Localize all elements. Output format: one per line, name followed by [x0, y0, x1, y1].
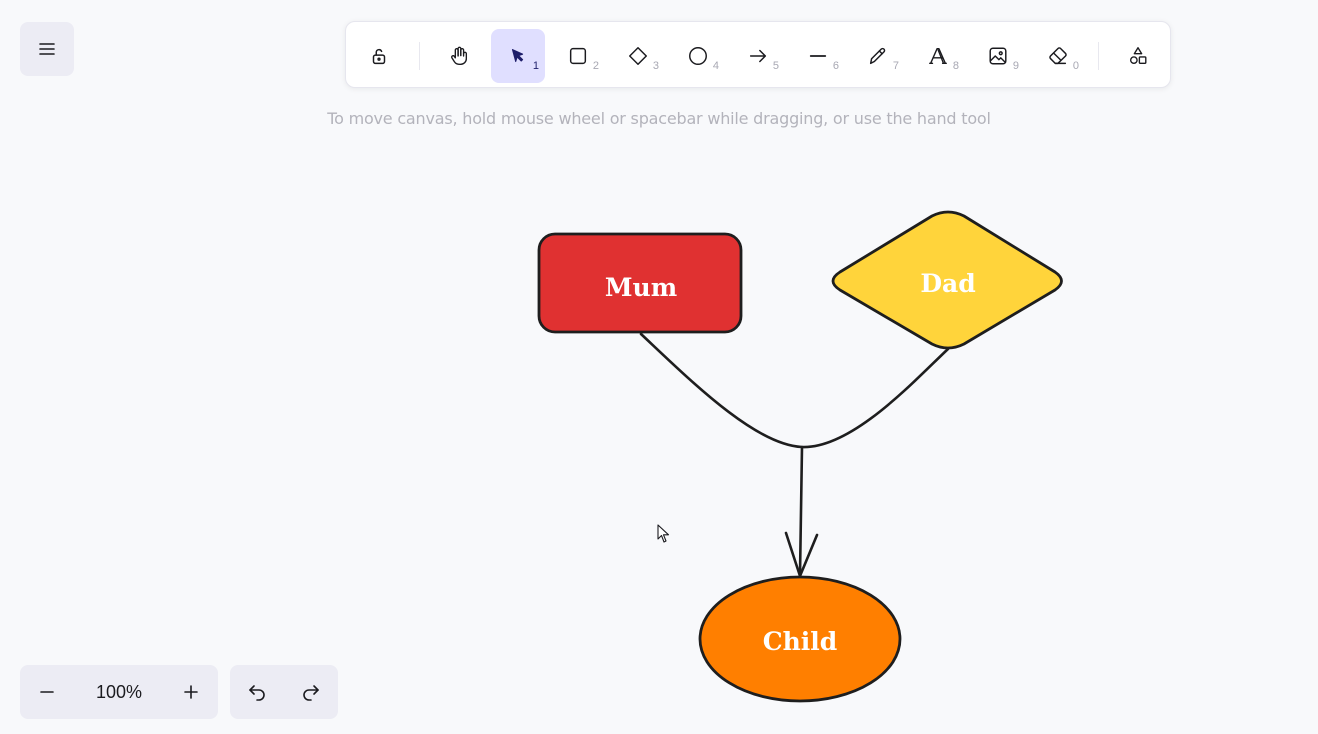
undo-icon	[249, 685, 265, 701]
zoom-level[interactable]: 100%	[95, 682, 143, 702]
connector-curve[interactable]	[639, 332, 950, 449]
text-icon	[929, 47, 947, 65]
toolbar: 1 2 3 4 5 6 7	[345, 21, 1171, 88]
tool-shortcut: 4	[712, 60, 719, 72]
rectangle-tool-button[interactable]: 2	[551, 29, 605, 83]
eraser-tool-button[interactable]: 0	[1031, 29, 1085, 83]
draw-tool-button[interactable]: 7	[851, 29, 905, 83]
eraser-icon	[1049, 47, 1067, 65]
arrow-right-icon	[749, 49, 767, 63]
dad-label: Dad	[920, 269, 975, 298]
image-tool-button[interactable]: 9	[971, 29, 1025, 83]
zoom-in-button[interactable]	[164, 665, 218, 719]
minus-icon	[40, 691, 54, 693]
line-tool-button[interactable]: 6	[791, 29, 845, 83]
arrow-tool-button[interactable]: 5	[731, 29, 785, 83]
selection-tool-button[interactable]: 1	[491, 29, 545, 83]
mum-label: Mum	[605, 273, 677, 302]
plus-icon	[184, 685, 198, 699]
unlock-icon	[372, 48, 386, 65]
redo-icon	[303, 685, 319, 701]
hamburger-icon	[39, 43, 55, 55]
tool-shortcut: 1	[532, 60, 539, 72]
tool-shortcut: 5	[772, 60, 779, 72]
tool-shortcut: 7	[892, 60, 899, 72]
undo-button[interactable]	[230, 665, 284, 719]
zoom-out-button[interactable]	[20, 665, 74, 719]
redo-button[interactable]	[284, 665, 338, 719]
child-label: Child	[763, 627, 838, 656]
ellipse-tool-button[interactable]: 4	[671, 29, 725, 83]
pencil-icon	[869, 47, 886, 65]
toolbar-divider	[419, 42, 420, 70]
diamond-tool-button[interactable]: 3	[611, 29, 665, 83]
child-shape[interactable]: Child	[698, 575, 902, 703]
more-shapes-button[interactable]	[1111, 29, 1165, 83]
circle-icon	[689, 47, 707, 65]
hand-tool-button[interactable]	[432, 29, 486, 83]
main-menu-button[interactable]	[20, 22, 74, 76]
image-icon	[989, 47, 1007, 65]
tool-shortcut: 0	[1072, 60, 1079, 72]
diamond-icon	[629, 47, 647, 65]
tool-shortcut: 8	[952, 60, 959, 72]
dad-shape[interactable]: Dad	[831, 210, 1063, 350]
toolbar-divider	[1098, 42, 1099, 70]
zoom-controls: 100%	[20, 665, 218, 719]
text-tool-button[interactable]: 8	[911, 29, 965, 83]
mouse-cursor-icon	[657, 524, 670, 543]
line-icon	[809, 55, 827, 57]
tool-shortcut: 9	[1012, 60, 1019, 72]
canvas-hint: To move canvas, hold mouse wheel or spac…	[327, 109, 991, 128]
shapes-icon	[1129, 47, 1147, 65]
lock-tool-button[interactable]	[352, 29, 406, 83]
tool-shortcut: 2	[592, 60, 599, 72]
hand-icon	[451, 46, 468, 65]
history-controls	[230, 665, 338, 719]
tool-shortcut: 3	[652, 60, 659, 72]
mum-shape[interactable]: Mum	[537, 232, 743, 334]
arrow-shaft[interactable]	[798, 445, 804, 577]
rectangle-icon	[569, 47, 587, 65]
tool-shortcut: 6	[832, 60, 839, 72]
pointer-icon	[511, 49, 524, 63]
